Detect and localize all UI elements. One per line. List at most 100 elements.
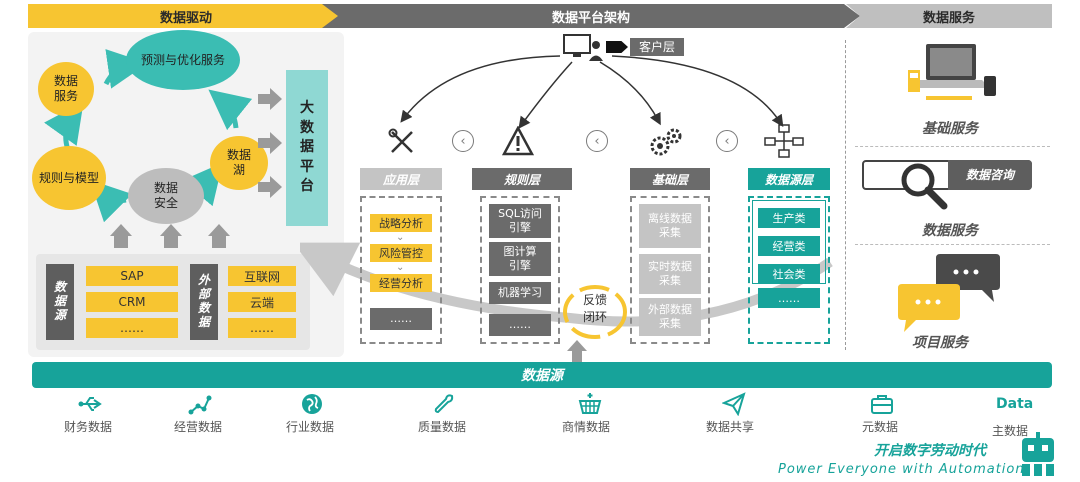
rule-item-more: …… bbox=[489, 314, 551, 336]
source-crm: CRM bbox=[86, 292, 178, 312]
feedback-up-arrow bbox=[567, 340, 587, 362]
bottom-label-business: 商情数据 bbox=[562, 420, 611, 434]
external-more: …… bbox=[228, 318, 296, 338]
feedback-loop-text: 反馈闭环 bbox=[582, 293, 607, 324]
external-source-text: 外部数据 bbox=[197, 273, 210, 329]
data-icon: Data bbox=[996, 396, 1034, 412]
rule-item-sql-engine: SQL访问引擎 bbox=[489, 204, 551, 238]
base-item-realtime: 实时数据采集 bbox=[639, 254, 701, 294]
rule-item-ml: 机器学习 bbox=[489, 282, 551, 304]
bottom-label-sharing: 数据共享 bbox=[706, 420, 755, 434]
rules-models-node: 规则与模型 bbox=[32, 146, 106, 210]
base-item-external-text: 外部数据采集 bbox=[648, 303, 692, 330]
laptop-desk-icon bbox=[908, 44, 996, 100]
app-chevron-1: ⌄ bbox=[396, 232, 405, 243]
source-item-production: 生产类 bbox=[758, 208, 820, 228]
client-to-app-arrow bbox=[400, 55, 561, 123]
right-arrow-2 bbox=[258, 132, 282, 154]
tools-icon bbox=[388, 128, 413, 153]
network-nodes-icon bbox=[764, 124, 804, 158]
chevron-left-icon-2: ‹ bbox=[586, 130, 608, 152]
data-lake-node: 数据湖 bbox=[210, 136, 268, 190]
source-item-more: …… bbox=[758, 288, 820, 308]
base-item-external: 外部数据采集 bbox=[639, 298, 701, 336]
app-item-strategy: 战略分析 bbox=[370, 214, 432, 232]
up-arrow-1 bbox=[110, 224, 132, 248]
base-item-realtime-text: 实时数据采集 bbox=[648, 260, 692, 287]
app-item-operations: 经营分析 bbox=[370, 274, 432, 292]
bottom-label-operations: 经营数据 bbox=[174, 420, 223, 434]
data-source-bar-label: 数据源 bbox=[521, 368, 563, 384]
chevron-left-icon-3: ‹ bbox=[716, 130, 738, 152]
rule-item-graph-engine: 图计算引擎 bbox=[489, 242, 551, 276]
bottom-label-industry: 行业数据 bbox=[286, 420, 335, 434]
arrow-lake-to-prediction bbox=[208, 89, 253, 131]
data-service-label: 数据服务 bbox=[53, 74, 78, 103]
usb-icon bbox=[78, 397, 102, 411]
client-layer-pointer bbox=[606, 41, 628, 53]
internal-source-text: 数据源 bbox=[53, 280, 66, 322]
paper-plane-icon bbox=[722, 392, 746, 416]
arrow-security-to-rules bbox=[89, 179, 133, 223]
cycle-arrows bbox=[44, 49, 253, 223]
data-lake-label: 数据湖 bbox=[226, 148, 251, 177]
consult-tag: 数据咨询 bbox=[948, 160, 1032, 190]
up-arrow-3 bbox=[208, 224, 230, 248]
toolbox-icon bbox=[871, 395, 893, 414]
rule-item-graph-text: 图计算引擎 bbox=[503, 245, 537, 272]
data-service-label-right: 数据服务 bbox=[922, 223, 978, 239]
source-item-social: 社会类 bbox=[758, 264, 820, 284]
bottom-label-master: 主数据 bbox=[992, 424, 1029, 438]
rules-models-label: 规则与模型 bbox=[38, 170, 99, 185]
right-arrow-1 bbox=[258, 88, 282, 110]
bottom-label-finance: 财务数据 bbox=[64, 420, 113, 434]
rule-layer-title: 规则层 bbox=[472, 168, 572, 190]
base-item-offline: 离线数据采集 bbox=[639, 204, 701, 248]
big-data-platform: 大数据平台 bbox=[286, 70, 328, 226]
source-layer-title: 数据源层 bbox=[748, 168, 830, 190]
data-source-bar: 数据源 bbox=[32, 362, 1052, 388]
warning-icon bbox=[502, 126, 534, 156]
gears-icon bbox=[650, 128, 682, 156]
divider-right bbox=[845, 40, 846, 350]
data-security-label: 数据安全 bbox=[153, 181, 178, 210]
basic-service-label: 基础服务 bbox=[922, 121, 978, 137]
magnifier-icon bbox=[901, 163, 948, 210]
divider-services-2 bbox=[855, 244, 1050, 245]
header-data-driven: 数据驱动 bbox=[28, 4, 344, 28]
external-internet: 互联网 bbox=[228, 266, 296, 286]
prediction-label: 预测与优化服务 bbox=[140, 52, 225, 67]
rule-layer-box bbox=[480, 196, 560, 344]
app-item-more: …… bbox=[370, 308, 432, 330]
chevron-left-icon-1: ‹ bbox=[452, 130, 474, 152]
rule-item-sql-text: SQL访问引擎 bbox=[498, 207, 542, 234]
bottom-label-metadata: 元数据 bbox=[862, 420, 899, 434]
external-cloud: 云端 bbox=[228, 292, 296, 312]
app-layer-box bbox=[360, 196, 442, 344]
base-layer-box bbox=[630, 196, 710, 344]
divider-services-1 bbox=[855, 146, 1050, 147]
client-layer-tag: 客户层 bbox=[630, 38, 684, 56]
basket-icon bbox=[578, 393, 602, 414]
up-arrow-2 bbox=[160, 224, 182, 248]
base-item-offline-text: 离线数据采集 bbox=[648, 212, 692, 239]
brand-slogan-cn: 开启数字劳动时代 bbox=[874, 443, 986, 459]
bottom-label-quality: 质量数据 bbox=[418, 420, 467, 434]
big-data-platform-label: 大数据平台 bbox=[300, 100, 314, 195]
project-service-label: 项目服务 bbox=[912, 335, 968, 351]
globe-icon bbox=[302, 394, 322, 414]
internal-source-label: 数据源 bbox=[46, 264, 74, 340]
feedback-loop-ring bbox=[563, 285, 627, 339]
app-layer-title: 应用层 bbox=[360, 168, 442, 190]
client-to-rule-arrow bbox=[518, 61, 573, 129]
arrow-service-to-prediction bbox=[103, 49, 148, 89]
prediction-optimization-service: 预测与优化服务 bbox=[126, 30, 240, 90]
data-security-node: 数据安全 bbox=[128, 168, 204, 224]
source-layer-box bbox=[748, 196, 830, 344]
data-service-node: 数据服务 bbox=[38, 62, 94, 116]
header-platform-architecture: 数据平台架构 bbox=[322, 4, 860, 28]
up-arrows bbox=[110, 224, 230, 248]
brand-slogan-en: Power Everyone with Automation bbox=[778, 462, 1025, 477]
network-icon bbox=[188, 395, 212, 415]
right-arrows bbox=[258, 88, 282, 198]
